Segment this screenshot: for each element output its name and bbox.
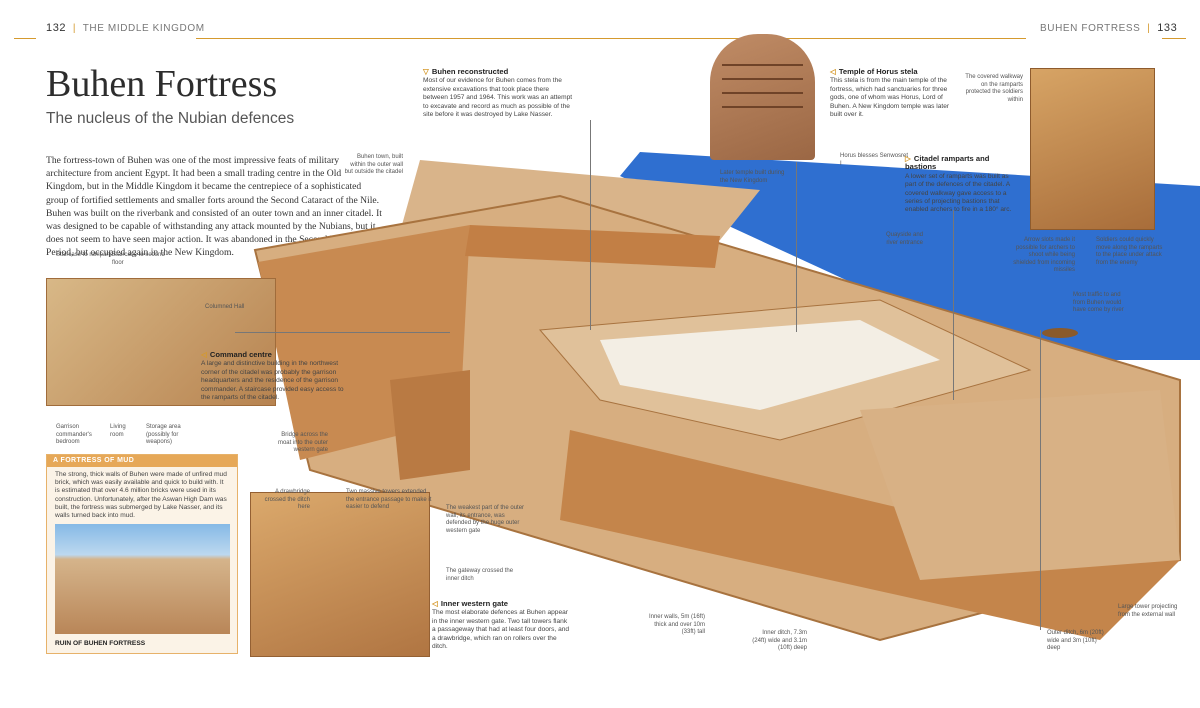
header-rule-left-stub (14, 38, 36, 39)
callout-traffic: Most traffic to and from Buhen would hav… (1073, 292, 1124, 314)
temple-stela-body: This stela is from the main temple of th… (830, 77, 950, 119)
page-title: Buhen Fortress (46, 63, 278, 105)
right-running-head: BUHEN FORTRESS | 133 (1040, 22, 1178, 34)
label-columned-hall: Columned Hall (205, 304, 245, 310)
label-staircase-second-floor: Staircase to second floor (112, 252, 165, 266)
command-centre-body: A large and distinctive building in the … (201, 360, 344, 402)
page-subtitle: The nucleus of the Nubian defences (46, 110, 295, 127)
command-centre-inset (46, 278, 276, 406)
inner-western-gate-heading: Inner western gate (440, 599, 508, 608)
command-centre-heading: Command centre (209, 350, 272, 359)
label-staircase-ramparts: Staircase to ramparts (56, 252, 114, 258)
callout-arrow-slots: Arrow slots made it possible for archers… (1013, 237, 1075, 274)
left-triangle-icon: ◁ (432, 599, 438, 608)
right-page-number: 133 (1157, 22, 1178, 34)
leader-line (796, 162, 797, 332)
river-boat (1042, 328, 1078, 338)
callout-later-temple: Later temple built during the New Kingdo… (720, 170, 785, 184)
down-triangle-icon: ▽ (423, 67, 429, 76)
inner-western-gate-caption: ◁Inner western gate The most elaborate d… (432, 599, 572, 651)
callout-inner-ditch: Inner ditch, 7.3m (24ft) wide and 3.1m (… (752, 630, 807, 652)
label-horus-blesses: Horus blesses Senwosret I (840, 153, 909, 167)
callout-towers: Two massive towers extended the entrance… (346, 489, 432, 511)
header-rule (196, 38, 1026, 39)
label-living-room: Living room (110, 424, 126, 438)
outer-western-gate (390, 370, 470, 480)
outer-town-yard (860, 390, 1180, 580)
label-commander-bedroom: Garrison commander's bedroom (56, 424, 92, 446)
buhen-reconstructed-caption: ▽Buhen reconstructed Most of our evidenc… (423, 67, 573, 119)
citadel-ramparts-heading: Citadel ramparts and bastions (905, 154, 990, 172)
callout-quayside: Quayside and river entrance (885, 232, 923, 246)
citadel-buildings (600, 320, 940, 410)
citadel-ramparts-caption: ▷Citadel ramparts and bastions A lower s… (905, 154, 1020, 215)
ruin-photo (55, 524, 230, 634)
tower-inset (1030, 68, 1155, 230)
callout-inner-walls: Inner walls, 5m (16ft) thick and over 10… (648, 614, 705, 636)
south-wall (560, 430, 1180, 640)
callout-bridge: Bridge across the moat into the outer we… (277, 432, 328, 454)
callout-gateway: The gateway crossed the inner ditch (446, 568, 514, 582)
buhen-reconstructed-heading: Buhen reconstructed (431, 67, 509, 76)
callout-covered-walkway: The covered walkway on the ramparts prot… (965, 74, 1023, 103)
left-running-head: 132 | THE MIDDLE KINGDOM (46, 22, 205, 34)
photo-caption: RUIN OF BUHEN FORTRESS (55, 640, 146, 647)
inner-gate-inset (250, 492, 430, 657)
left-page-number: 132 (46, 22, 67, 34)
citadel-ramparts-body: A lower set of ramparts was built as par… (905, 172, 1012, 214)
leader-line (953, 210, 954, 400)
fortress-of-mud-body: The strong, thick walls of Buhen were ma… (55, 471, 227, 520)
inner-western-gate-body: The most elaborate defences at Buhen app… (432, 609, 570, 651)
callout-outer-ditch: Outer ditch, 6m (20ft) wide and 3m (10ft… (1047, 630, 1104, 652)
fortress-of-mud-heading: A FORTRESS OF MUD (47, 455, 237, 467)
command-centre-caption: ◁Command centre A large and distinctive … (201, 350, 349, 402)
callout-town: Buhen town, built within the outer wall … (344, 154, 403, 176)
label-storage-area: Storage area (possibly for weapons) (146, 424, 181, 446)
horus-stela-image (710, 34, 815, 160)
right-running-head-text: BUHEN FORTRESS (1040, 23, 1141, 34)
right-triangle-icon: ▷ (905, 154, 911, 163)
leader-line (590, 120, 591, 330)
temple-stela-heading: Temple of Horus stela (838, 67, 918, 76)
buhen-reconstructed-body: Most of our evidence for Buhen comes fro… (423, 77, 573, 119)
callout-weakest: The weakest part of the outer wall, its … (446, 505, 525, 534)
leader-line (235, 332, 450, 333)
left-running-head-text: THE MIDDLE KINGDOM (82, 23, 205, 34)
callout-large-tower: Large tower projecting from the external… (1118, 604, 1178, 618)
intro-paragraph: The fortress-town of Buhen was one of th… (46, 155, 382, 259)
left-triangle-icon: ◁ (830, 67, 836, 76)
header-rule-right-stub (1162, 38, 1186, 39)
callout-soldiers: Soldiers could quickly move along the ra… (1096, 237, 1163, 266)
temple-stela-caption: ◁Temple of Horus stela This stela is fro… (830, 67, 955, 119)
north-wall (465, 225, 720, 268)
callout-drawbridge: A drawbridge crossed the ditch here (264, 489, 310, 511)
left-triangle-icon: ◁ (201, 350, 207, 359)
leader-line (1040, 330, 1041, 630)
